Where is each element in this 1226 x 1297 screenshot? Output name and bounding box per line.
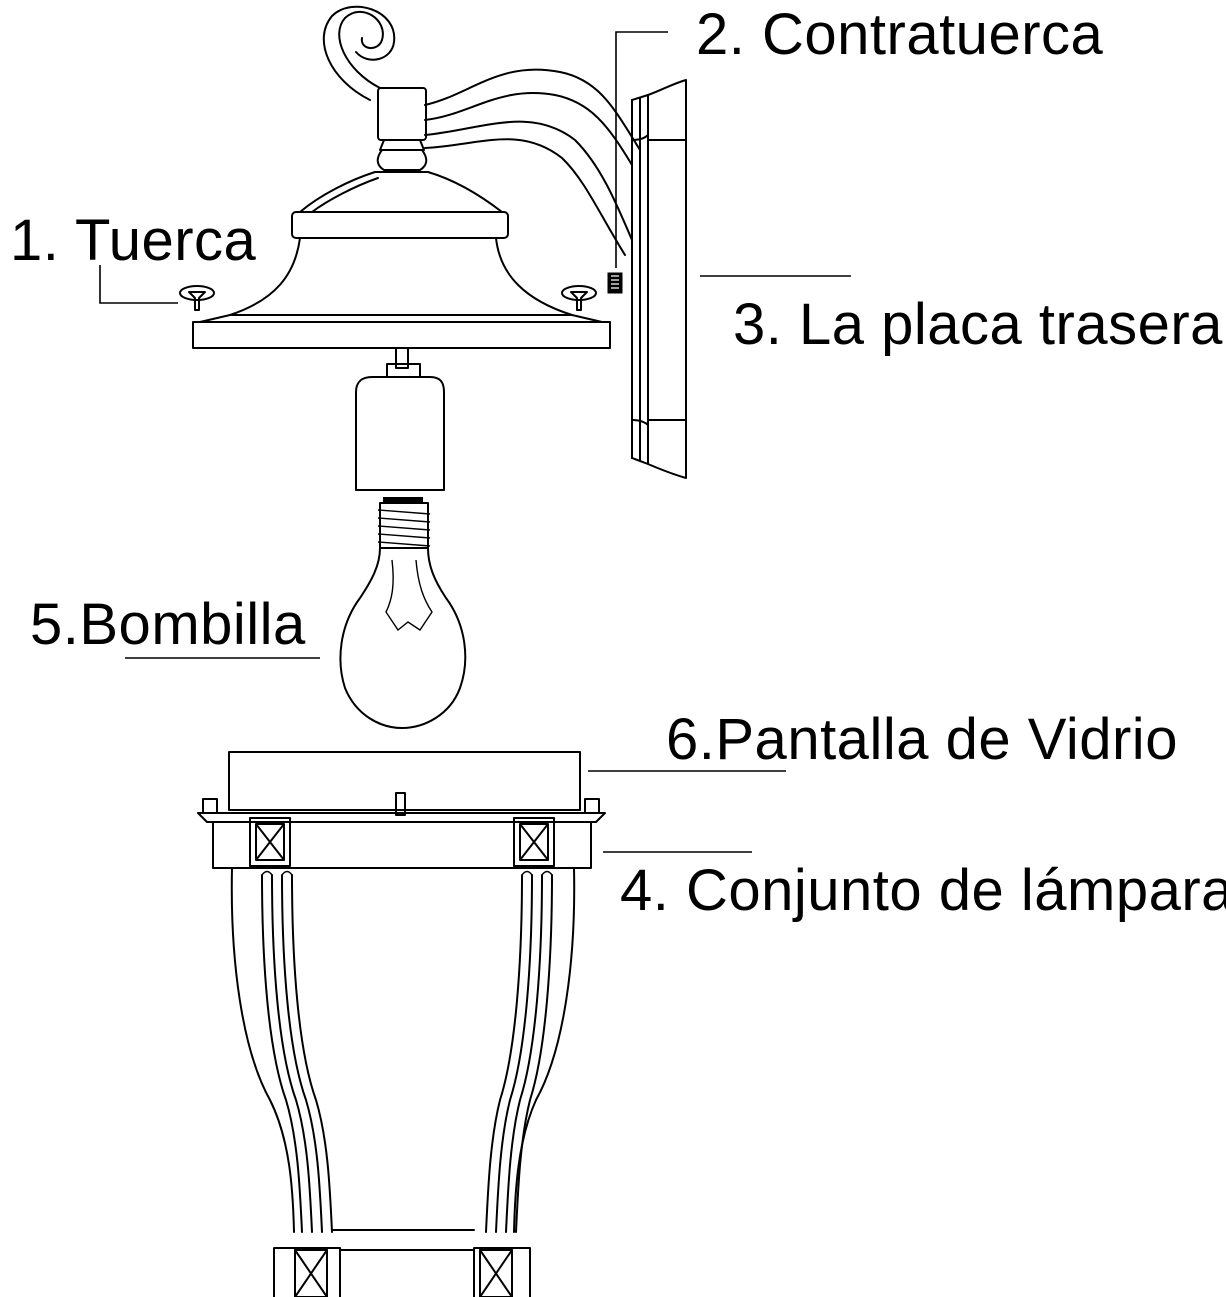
label-lamp-assembly: 4. Conjunto de lámpara xyxy=(620,858,1226,923)
finial xyxy=(376,87,428,173)
socket xyxy=(355,347,445,491)
nut-left-icon xyxy=(179,285,215,311)
leader-lines xyxy=(99,31,851,853)
scroll-arm xyxy=(322,5,641,256)
backplate xyxy=(631,79,687,479)
locknut-icon xyxy=(607,272,623,294)
glass-shade xyxy=(228,751,581,816)
label-nut: 1. Tuerca xyxy=(10,208,257,273)
leader-nut xyxy=(99,265,178,304)
leader-locknut xyxy=(615,31,668,268)
bulb-icon xyxy=(339,497,467,729)
label-backplate: 3. La placa trasera xyxy=(733,292,1223,357)
canopy xyxy=(192,171,611,349)
lantern-frame xyxy=(197,798,606,1297)
label-bulb: 5.Bombilla xyxy=(30,592,306,657)
label-glass-shade: 6.Pantalla de Vidrio xyxy=(666,707,1178,772)
label-locknut: 2. Contratuerca xyxy=(696,2,1104,67)
nut-right-icon xyxy=(561,285,597,311)
